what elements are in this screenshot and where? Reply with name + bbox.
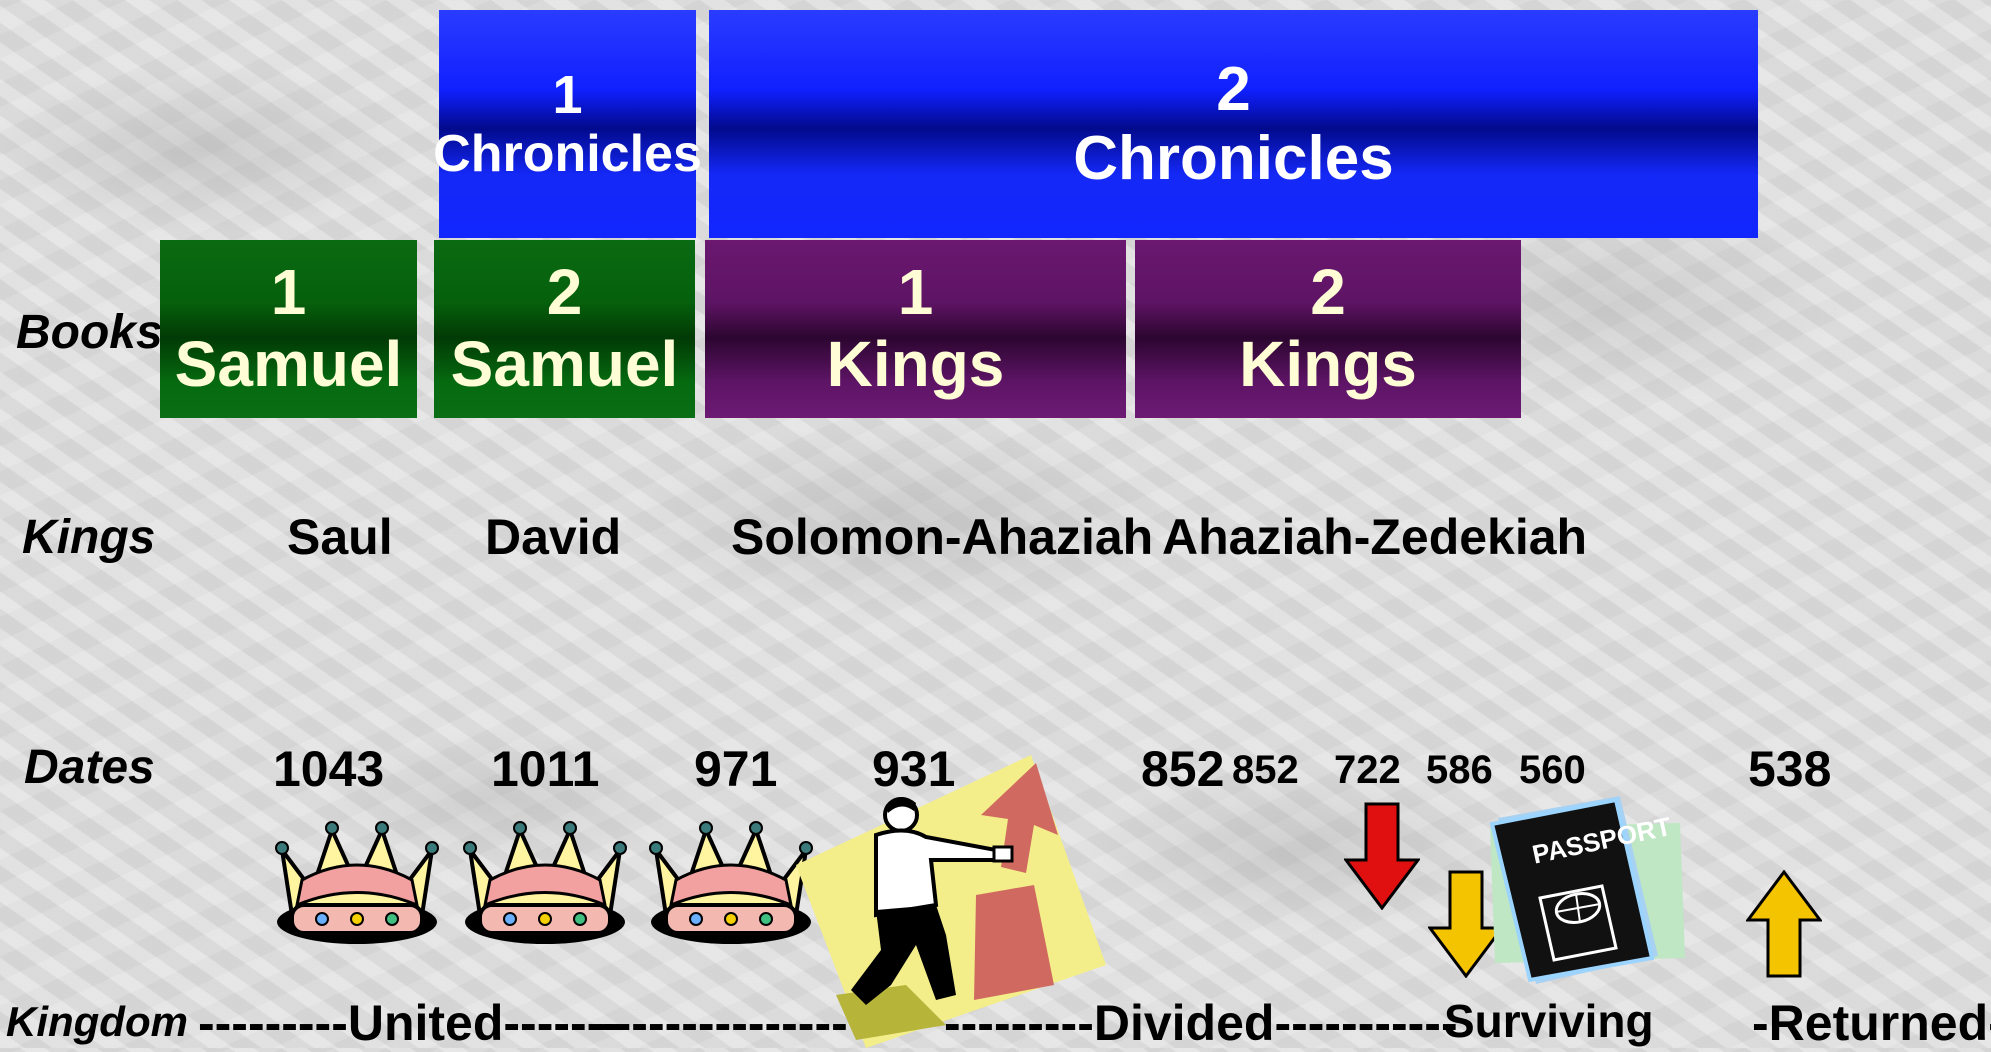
kingdom-row-label: Kingdom [6,998,188,1046]
books-row-label: Books [16,305,163,360]
book-2-kings-number: 2 [1310,257,1346,329]
book-2-chronicles-number: 2 [1216,55,1250,124]
kingdom-dashes: --------------- [598,994,848,1052]
book-1-kings-name: Kings [827,329,1005,401]
yellow-up-arrow-icon [1746,870,1822,978]
kingdom-united: ---------United------- [198,994,620,1052]
book-1-kings-number: 1 [898,257,934,329]
kings-solomon-ahaziah: Solomon-Ahaziah [731,508,1153,566]
book-2-samuel-number: 2 [547,257,583,329]
kingdom-surviving: Surviving [1444,994,1654,1048]
book-2-chronicles: 2 Chronicles [709,10,1758,238]
date-560: 560 [1519,748,1586,793]
book-2-samuel-name: Samuel [451,329,679,401]
date-852-small: 852 [1232,748,1299,793]
book-1-kings: 1 Kings [705,240,1126,418]
date-722: 722 [1334,748,1401,793]
date-538: 538 [1748,740,1831,798]
date-1011: 1011 [491,740,599,798]
date-971: 971 [694,740,777,798]
date-1043: 1043 [273,740,384,798]
crown-icon [262,810,452,950]
date-586: 586 [1426,748,1493,793]
book-1-chronicles-number: 1 [552,65,582,125]
book-1-samuel: 1 Samuel [160,240,417,418]
book-1-chronicles: 1 Chronicles [439,10,696,238]
dates-row-label: Dates [24,740,155,795]
kings-row-label: Kings [22,510,155,565]
book-2-kings-name: Kings [1239,329,1417,401]
book-2-samuel: 2 Samuel [434,240,695,418]
passport-icon: PASSPORT [1480,788,1690,988]
book-1-samuel-number: 1 [271,257,307,329]
kings-ahaziah-zedekiah: Ahaziah-Zedekiah [1162,508,1587,566]
book-2-kings: 2 Kings [1135,240,1521,418]
kingdom-returned: -Returned- [1752,994,1991,1052]
book-1-samuel-name: Samuel [175,329,403,401]
book-1-chronicles-name: Chronicles [433,125,702,183]
king-david: David [485,508,621,566]
red-down-arrow-icon [1344,802,1420,910]
book-2-chronicles-name: Chronicles [1073,124,1393,193]
king-saul: Saul [287,508,393,566]
crown-icon [450,810,640,950]
date-852-large: 852 [1141,740,1224,798]
kingdom-divided: ---------Divided----------- [944,994,1458,1052]
